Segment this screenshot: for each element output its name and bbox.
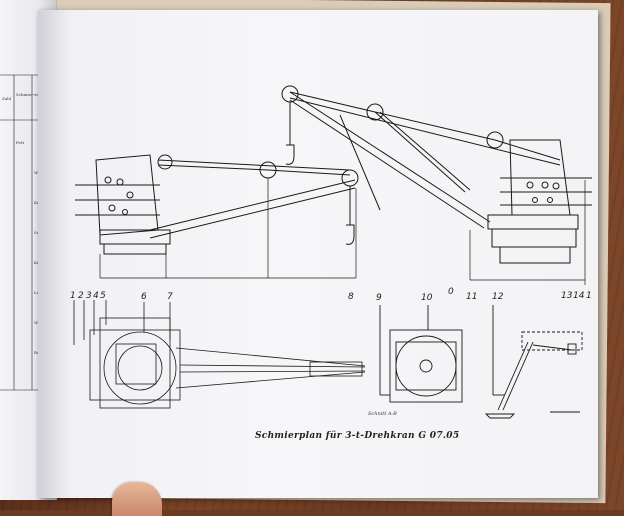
plan-view-drawing bbox=[73, 300, 366, 409]
callout-number: 13 bbox=[561, 291, 573, 301]
left-crane-cab bbox=[75, 154, 171, 255]
callout-number: 3 bbox=[86, 291, 92, 301]
left-row: Fett bbox=[16, 140, 25, 145]
callout-number: 14 bbox=[573, 291, 585, 301]
callout-number: 11 bbox=[466, 292, 478, 302]
left-col-header-2: Schmier-stellen bbox=[16, 92, 48, 97]
left-crane-jib bbox=[149, 159, 356, 239]
crane-hook-icon bbox=[285, 102, 295, 165]
callout-number: 9 bbox=[376, 293, 382, 303]
jib-detail-drawing bbox=[484, 305, 583, 419]
right-crane-cab bbox=[487, 139, 592, 264]
callout-number: 8 bbox=[348, 292, 354, 302]
callout-number: 12 bbox=[492, 292, 504, 302]
thumb bbox=[112, 482, 162, 516]
callout-number: 0 bbox=[448, 287, 454, 297]
callout-number: 5 bbox=[100, 291, 106, 301]
section-view-label: Schnitt A-B bbox=[368, 411, 397, 417]
callout-number: 7 bbox=[167, 292, 173, 302]
drawing-caption: Schmierplan für 3-t-Drehkran G 07.05 bbox=[255, 431, 460, 441]
callout-number: 1 bbox=[70, 291, 76, 301]
callout-number: 6 bbox=[141, 292, 147, 302]
callout-number: 10 bbox=[421, 293, 433, 303]
section-view-drawing bbox=[379, 305, 463, 403]
right-crane-jib bbox=[289, 91, 561, 229]
crane-hook-icon bbox=[345, 186, 355, 245]
callout-number: 2 bbox=[78, 291, 84, 301]
pulley-icon bbox=[157, 154, 359, 187]
callout-number: 4 bbox=[93, 291, 99, 301]
left-col-header-1: Zahl bbox=[2, 96, 12, 101]
callout-number: 1 bbox=[586, 291, 592, 301]
